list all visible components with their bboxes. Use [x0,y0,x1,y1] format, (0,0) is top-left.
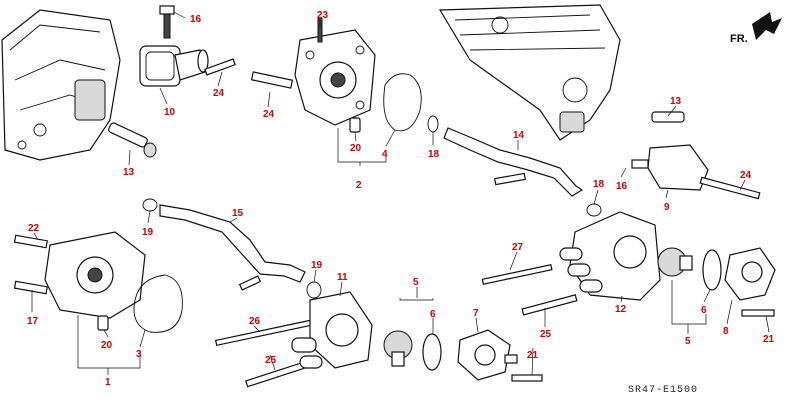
bolt-24-a [204,58,236,76]
callout-25-a: 25 [265,355,277,366]
callout-16-right: 16 [616,181,628,192]
callout-17: 17 [27,316,39,327]
callout-2: 2 [356,180,362,191]
thermostat-housing-11 [291,291,373,369]
callout-18-b: 18 [593,179,605,190]
callout-15: 15 [232,208,244,219]
diagram-code: SR47-E1500 [628,385,698,396]
thermostat-cover-7 [457,329,518,381]
callout-22: 22 [28,223,40,234]
o-ring-19-b [306,281,322,299]
bolt-13-right [651,111,685,123]
housing-12 [559,211,661,301]
o-ring-18-a [427,115,439,133]
callout-20-top: 20 [350,143,362,154]
callout-5-a: 5 [413,277,419,288]
front-direction-indicator: FR. [730,12,782,45]
bolt-21-b [741,309,775,317]
callout-21-a: 21 [527,350,539,361]
callout-16-top: 16 [190,14,202,25]
leader-lines [31,11,770,376]
direction-label: FR. [730,33,748,45]
water-pump-2 [250,17,376,126]
water-outlet-10 [139,5,209,87]
dowel-20-top [349,117,361,133]
bolt-27 [481,264,553,285]
callout-13-left: 13 [123,167,135,178]
water-pipe-15 [159,204,306,291]
callout-26: 26 [249,316,261,327]
callout-24-c: 24 [740,170,752,181]
bolt-21-a [511,374,543,382]
callout-14: 14 [513,130,525,141]
callout-23: 23 [317,10,329,21]
callout-6-b: 6 [701,305,707,316]
bolt-25-b [521,294,578,316]
callout-25-b: 25 [540,329,552,340]
callout-11: 11 [337,272,348,283]
callout-3: 3 [136,349,142,360]
callout-10: 10 [164,107,176,118]
callout-19-b: 19 [311,260,323,271]
callout-20-bottom: 20 [101,340,113,351]
callout-6-a: 6 [430,309,436,320]
thermostat-5-a [383,330,413,367]
water-pipe-14 [443,127,584,197]
callout-4: 4 [382,149,388,160]
callout-5-b: 5 [685,336,691,347]
callout-13-right: 13 [670,96,682,107]
callout-24-b: 24 [263,109,275,120]
thermostat-5-b [657,247,693,277]
callout-9: 9 [664,202,670,213]
engine-head-right [438,4,621,141]
callout-12: 12 [615,304,627,315]
dowel-20-bottom [97,315,109,331]
engine-block-left [1,9,121,161]
gasket-4 [383,73,422,132]
gasket-6-b [702,249,722,291]
callout-18-a: 18 [428,149,440,160]
gasket-3 [133,274,183,333]
callout-27: 27 [512,242,524,253]
outlet-9 [631,144,761,200]
callout-21-b: 21 [763,334,775,345]
o-ring-19-a [142,198,158,212]
callout-19-a: 19 [142,227,154,238]
callout-24-a: 24 [213,88,225,99]
callout-1: 1 [105,377,111,388]
callouts: 16 23 10 24 24 13 4 20 2 18 14 13 16 24 … [27,10,775,388]
callout-7: 7 [473,308,479,319]
water-pump-1 [13,231,146,319]
o-ring-18-b [586,203,602,217]
gasket-6-a [422,333,442,371]
callout-8: 8 [723,326,729,337]
thermostat-cover-8 [724,247,776,301]
bolt-13-left [108,122,157,158]
